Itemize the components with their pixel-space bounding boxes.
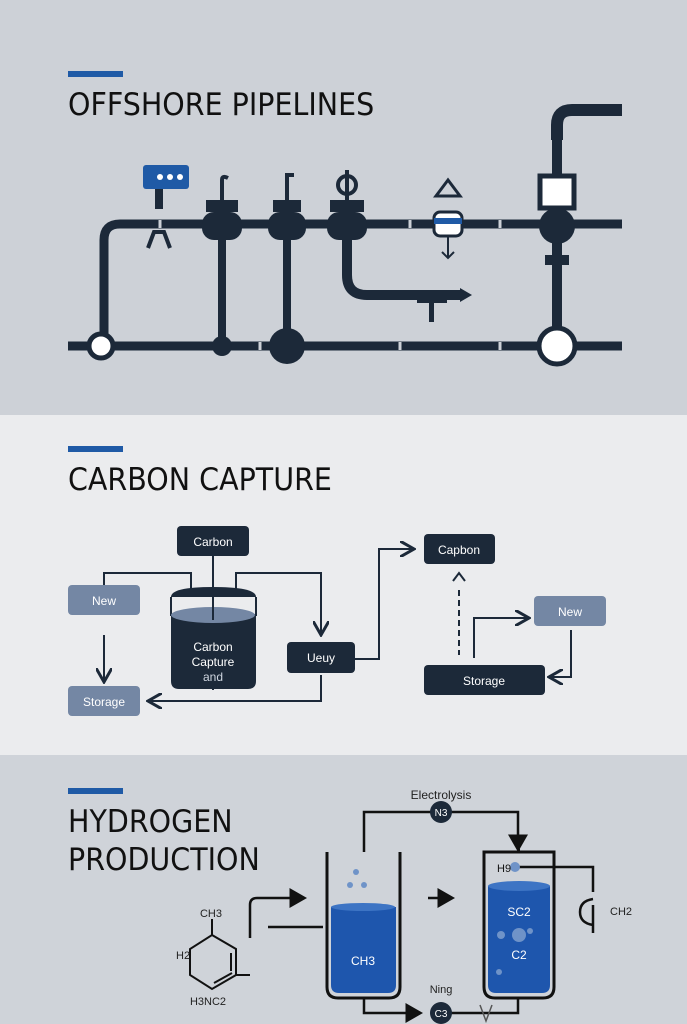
storage-box-label: Storage [83, 695, 125, 709]
molecule-label: H2 [176, 950, 190, 962]
tank-label: H9 [497, 863, 511, 875]
junction-icon [86, 331, 116, 361]
tank-label: and [203, 670, 223, 684]
bend-pipe [342, 224, 460, 300]
flow-meter-icon [432, 177, 464, 260]
new-box-right[interactable] [534, 596, 606, 626]
node-label: N3 [435, 808, 448, 819]
capbon-box[interactable] [424, 534, 495, 564]
node-label: C3 [435, 1009, 448, 1020]
new-box-label: New [92, 594, 116, 608]
valve-icon [479, 1004, 493, 1024]
accent-bar [68, 788, 123, 794]
riser-elbow [551, 104, 622, 140]
junction-icon [212, 336, 232, 356]
section-title: HYDROGEN [68, 804, 233, 840]
tank-label: C2 [511, 948, 527, 962]
storage-box-label: Storage [463, 674, 505, 688]
gate-valve-icon [268, 173, 306, 364]
carbon-capture-section: CARBON CAPTURE Carbon Capture and Carbon [0, 415, 687, 755]
new-box-label: New [558, 605, 582, 619]
node-caption: Ning [430, 984, 453, 996]
pipeline-diagram [68, 104, 622, 367]
tank-label: SC2 [507, 905, 531, 919]
output-label: CH2 [610, 906, 632, 918]
globe-valve-icon [327, 170, 367, 240]
offshore-pipelines-section: OFFSHORE PIPELINES [0, 0, 687, 415]
electrolyzer-tank-2: H9 SC2 C2 [482, 850, 556, 1000]
storage-box-right[interactable] [424, 665, 545, 695]
hydrogen-diagram: Electrolysis CH3 H2 H3NC2 CH3 [176, 788, 632, 1024]
gate-valve-icon [202, 174, 242, 240]
section-title: CARBON CAPTURE [68, 462, 332, 498]
storage-box-left[interactable] [68, 686, 140, 716]
accent-bar [68, 71, 123, 77]
top-pipe [99, 219, 622, 340]
n3-node [430, 801, 452, 823]
hydrogen-production-section: HYDROGEN PRODUCTION Electrolysis CH3 H2 … [0, 755, 687, 1024]
carbon-box[interactable] [177, 526, 249, 556]
electrolysis-label: Electrolysis [411, 788, 472, 802]
carbon-flow-diagram: Carbon Capture and Carbon New Storage Ue… [68, 526, 606, 716]
carbon-box-label: Carbon [193, 535, 232, 549]
molecule-label: H3NC2 [190, 996, 226, 1008]
section-title: PRODUCTION [68, 842, 260, 878]
electrolyzer-tank-1: CH3 [325, 852, 402, 1000]
capbon-box-label: Capbon [438, 543, 480, 557]
tank-label: Carbon [193, 640, 232, 654]
capture-tank: Carbon Capture and [170, 555, 257, 689]
tank-label: CH3 [351, 954, 375, 968]
riser-valve-icon [536, 173, 578, 367]
molecule-label: CH3 [200, 908, 222, 920]
ueuy-box[interactable] [287, 642, 355, 673]
section-title: OFFSHORE PIPELINES [68, 87, 375, 123]
new-box-left[interactable] [68, 585, 140, 615]
benzene-ring [189, 919, 250, 991]
control-valve-icon [143, 165, 189, 249]
accent-bar [68, 446, 123, 452]
tank-label: Capture [192, 655, 235, 669]
c3-node [430, 1002, 452, 1024]
ueuy-box-label: Ueuy [307, 651, 335, 665]
